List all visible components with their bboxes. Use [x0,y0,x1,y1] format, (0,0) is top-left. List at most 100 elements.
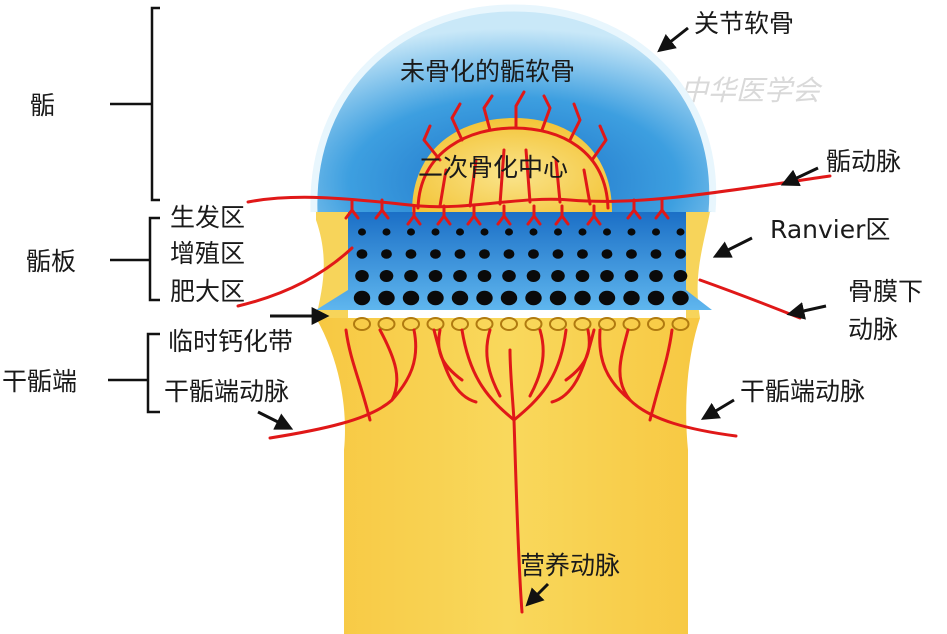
chondrocyte-cell [355,270,369,282]
chondrocyte-cell [623,290,640,306]
chondrocyte-cell [503,249,515,259]
chondrocyte-cell [652,228,660,236]
calcification-ring [598,317,616,331]
arteries [236,90,832,614]
chondrocyte-cell [358,228,366,236]
metaphyseal-artery-left-vessel [268,328,399,440]
subperiosteal-artery-left-vessel [236,246,354,308]
brackets [108,6,160,414]
arrow-metaphyseal-artery-right [700,398,735,420]
arrow-ranvier-zone [712,236,753,258]
chondrocyte-cell [649,270,663,282]
calcification-ring [524,317,543,331]
ranvier-zone-left [316,200,348,318]
chondrocyte-cell [479,249,490,259]
label-epiphyseal-artery: 骺动脉 [826,147,901,176]
chondrocyte-cell [676,228,685,236]
chondrocyte-cell [505,228,513,236]
label-articular-cartilage: 关节软骨 [694,9,794,38]
calcification-ring [500,317,518,331]
calcification-ring [402,317,420,331]
label-proliferative-zone: 增殖区 [170,239,245,268]
chondrocyte-cell [476,290,493,306]
unossified-cartilage-dome [313,8,713,212]
artery-fork [496,204,512,226]
calcification-ring [451,317,469,331]
chondrocyte-cell [404,270,418,282]
label-provisional-calcification: 临时钙化带 [168,327,293,356]
chondrocyte-cell [578,228,587,236]
label-metaphyseal-artery-left: 干骺端动脉 [164,377,289,406]
chondrocyte-cell [647,290,665,306]
calcification-ring [622,317,641,331]
subperiosteal-artery-right-vessel [698,278,802,320]
artery-fork [654,198,670,220]
label-unossified-cartilage: 未骨化的骺软骨 [400,57,575,86]
chondrocyte-cell [502,270,516,282]
chondrocyte-cell [430,249,441,259]
chondrocyte-cell [454,249,466,259]
arrow-epiphyseal-artery [780,166,819,187]
calcification-ring [573,317,592,331]
chondrocyte-cell [552,249,564,259]
calcification-ring [353,317,371,331]
chondrocyte-cell [402,290,420,306]
epiphysis-bracket [110,6,160,202]
metaphysis-shaft [316,318,700,634]
label-epiphysis: 骺 [30,91,55,120]
label-metaphyseal-artery-right: 干骺端动脉 [740,377,865,406]
chondrocyte-cell [603,228,611,236]
label-hypertrophic-zone: 肥大区 [170,277,245,306]
label-subperiosteal-artery-2: 动脉 [848,315,898,344]
epiphyseal-artery-vessel [246,174,832,209]
labels: 关节软骨 未骨化的骺软骨 骺 二次骨化中心 骺动脉 生发区 增殖区 肥大区 骺板… [2,9,923,580]
chondrocyte-cell [456,228,464,236]
chondrocyte-cell [525,290,542,306]
arrow-subperiosteal-artery [786,302,827,320]
chondrocyte-cell [575,270,590,282]
chondrocyte-cell [624,270,639,282]
chondrocyte-cell [650,249,662,259]
chondrocyte-cell [480,228,489,236]
chondrocyte-cell-grid [353,228,689,306]
pointer-arrows [257,26,827,607]
chondrocyte-cell [574,290,591,306]
chondrocyte-cell [356,249,368,259]
artery-fork [374,198,390,220]
secondary-ossification-center [412,118,612,212]
chondrocyte-cell [500,290,518,306]
ranvier-zone-right [686,200,712,318]
chondrocyte-cell [379,270,394,282]
chondrocyte-cell [451,290,469,306]
artery-fork [586,204,602,226]
chondrocyte-cell [477,270,492,282]
nutrient-artery-vessel [508,348,524,614]
label-nutrient-artery: 营养动脉 [520,551,620,580]
chondrocyte-cell [598,290,616,306]
label-ranvier-zone: Ranvier区 [770,215,890,244]
chondrocyte-cell [627,228,636,236]
chondrocyte-cell [672,290,689,306]
chondrocyte-cell [675,249,686,259]
arrow-nutrient-artery [525,582,550,607]
chondrocyte-cell [428,270,443,282]
chondrocyte-cell [554,228,562,236]
label-germinal-zone: 生发区 [170,203,245,232]
chondrocyte-cell [673,270,688,282]
soc-arch-vessel [416,126,610,210]
metaphysis-bracket [108,332,160,414]
arrow-metaphyseal-artery-left [257,410,294,430]
arrow-articular-cartilage [657,26,689,53]
chondrocyte-cell [600,270,614,282]
chondrocyte-cell [453,270,467,282]
calcification-ring [475,317,494,331]
chondrocyte-cell [405,249,417,259]
artery-fork [406,204,422,226]
articular-cartilage-rim [310,4,717,213]
calcification-ring [377,317,396,331]
artery-fork [526,204,542,226]
chondrocyte-cell [551,270,565,282]
chondrocyte-cell [353,290,371,306]
growth-plate [316,212,712,310]
